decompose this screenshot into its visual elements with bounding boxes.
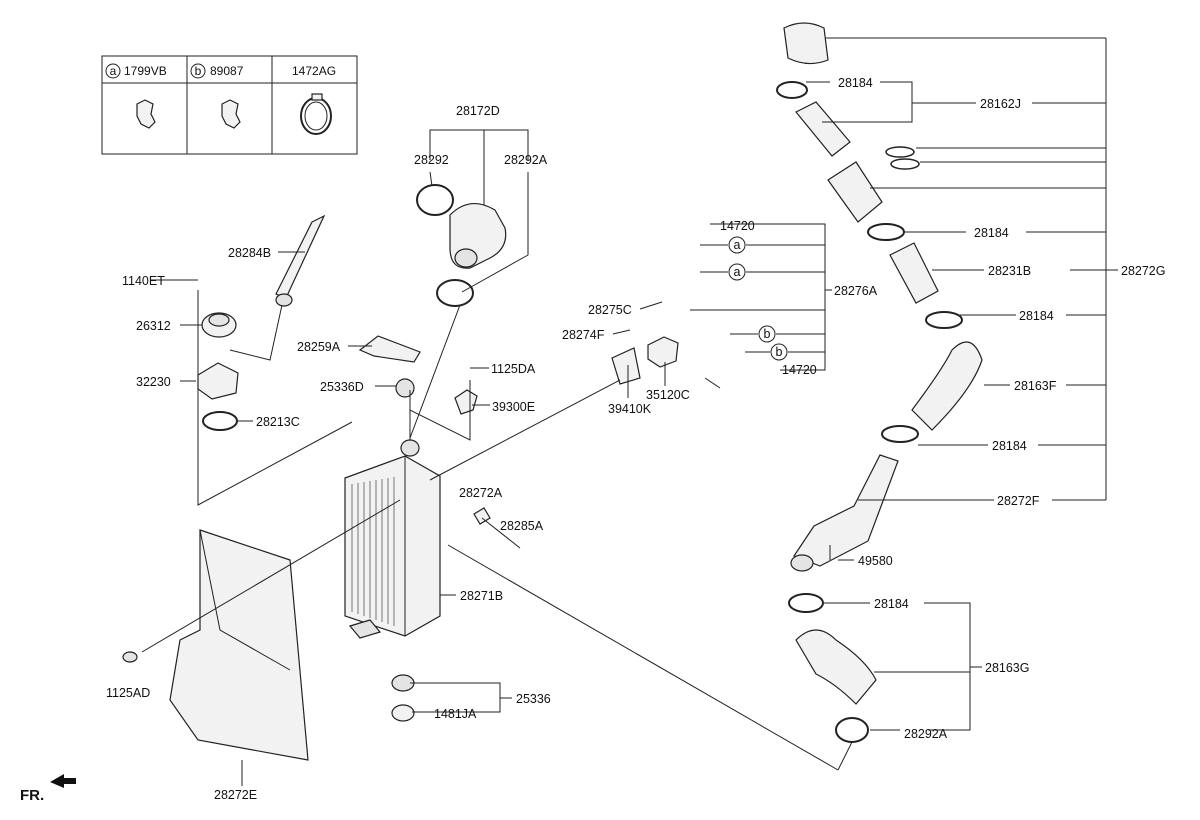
label-28231b: 28231B <box>988 264 1031 278</box>
label-14720-bottom: 14720 <box>782 363 817 377</box>
label-28162j: 28162J <box>980 97 1021 111</box>
bracket-28272a-part <box>473 507 491 525</box>
bellows-28231b-part <box>889 242 939 304</box>
legend-a-code: 1799VB <box>124 64 167 78</box>
bolt-1125ad-part <box>122 651 138 663</box>
label-35120c: 35120C <box>646 388 690 402</box>
marker-a-2: a <box>734 265 741 279</box>
label-28292: 28292 <box>414 153 449 167</box>
label-28184-5: 28184 <box>874 597 909 611</box>
clip-b-icon <box>221 99 241 129</box>
label-39410k: 39410K <box>608 402 652 416</box>
gasket-28213c-part <box>202 411 238 431</box>
label-28272e: 28272E <box>214 788 257 802</box>
sensor-39300e-part <box>454 389 478 415</box>
label-28275c: 28275C <box>588 303 632 317</box>
legend-b-code: 89087 <box>210 64 244 78</box>
legend-table: a 1799VB b 89087 1472AG <box>101 55 358 155</box>
label-28172d: 28172D <box>456 104 500 118</box>
label-14720-top: 14720 <box>720 219 755 233</box>
callout-labels: 28172D 28292 28292A 28284B 1140ET 26312 … <box>106 76 1165 802</box>
pipe-28272f-part <box>790 454 899 572</box>
label-28274f: 28274F <box>562 328 605 342</box>
label-1140et: 1140ET <box>122 274 165 288</box>
clamp-28184-4-part <box>881 425 919 443</box>
label-28184-2: 28184 <box>974 226 1009 240</box>
label-39300e: 39300E <box>492 400 535 414</box>
hose-clamp-icon <box>300 93 332 135</box>
front-label: FR. <box>20 787 44 804</box>
label-25336d: 25336D <box>320 380 364 394</box>
marker-a-1: a <box>734 238 741 252</box>
bracket-39410k-part <box>611 347 641 385</box>
label-28272f: 28272F <box>997 494 1040 508</box>
clamp-28184-5-part <box>788 593 824 613</box>
label-28276a: 28276A <box>834 284 878 298</box>
pipe-28284b-part <box>275 214 326 307</box>
hose-28163g-part <box>795 629 877 705</box>
housing-32230-part <box>197 362 239 400</box>
circle-markers: a a b b <box>728 236 788 361</box>
o-rings-part <box>885 146 920 170</box>
label-49580: 49580 <box>858 554 893 568</box>
label-26312: 26312 <box>136 319 171 333</box>
label-28213c: 28213C <box>256 415 300 429</box>
label-28184-4: 28184 <box>992 439 1027 453</box>
valve-35120c-part <box>647 336 679 368</box>
label-28284b: 28284B <box>228 246 271 260</box>
hose-28163f-part <box>911 341 983 431</box>
label-28184-1: 28184 <box>838 76 873 90</box>
label-28271b: 28271B <box>460 589 503 603</box>
nut-1481ja-part <box>391 704 415 722</box>
clamp-28184-1-part <box>776 81 808 99</box>
clip-a-icon <box>136 99 156 129</box>
label-32230: 32230 <box>136 375 171 389</box>
clamp-28184-3-part <box>925 311 963 329</box>
marker-b-1: b <box>764 327 771 341</box>
bracket-28259a-part <box>358 335 421 363</box>
legend-b-tag: b <box>195 64 202 78</box>
label-28272a: 28272A <box>459 486 503 500</box>
label-28292a-bottom: 28292A <box>904 727 948 741</box>
label-1481ja: 1481JA <box>434 707 477 721</box>
clamp-28292a-bottom-part <box>835 717 869 743</box>
label-1125da: 1125DA <box>491 362 536 376</box>
bellows-pipe-part <box>827 161 883 223</box>
front-orientation: FR. <box>20 774 76 804</box>
label-1125ad: 1125AD <box>106 686 150 700</box>
label-25336: 25336 <box>516 692 551 706</box>
air-guide-28272e-part <box>169 529 309 761</box>
label-28292a-top: 28292A <box>504 153 548 167</box>
marker-b-2: b <box>776 345 783 359</box>
intercooler-28271b-part <box>344 439 441 639</box>
leader-lines <box>141 37 1118 786</box>
legend-c-code: 1472AG <box>292 64 336 78</box>
duct-upper-part <box>783 22 829 65</box>
insulator-25336d-part <box>395 378 415 398</box>
hose-28172d-part <box>449 203 507 269</box>
label-28163f: 28163F <box>1014 379 1057 393</box>
legend-a-tag: a <box>110 64 117 78</box>
label-28285a: 28285A <box>500 519 544 533</box>
vacuum-hose-28276a-part <box>682 214 774 396</box>
front-arrow-icon <box>50 774 76 788</box>
clamp-28292-part <box>416 184 454 216</box>
clamp-28292a-part <box>436 279 474 307</box>
label-28163g: 28163G <box>985 661 1029 675</box>
label-28272g: 28272G <box>1121 264 1165 278</box>
clamp-28184-2-part <box>867 223 905 241</box>
actuator-26312-part <box>201 312 237 338</box>
pipe-28162j-part <box>795 101 851 157</box>
label-28184-3: 28184 <box>1019 309 1054 323</box>
label-28259a: 28259A <box>297 340 341 354</box>
